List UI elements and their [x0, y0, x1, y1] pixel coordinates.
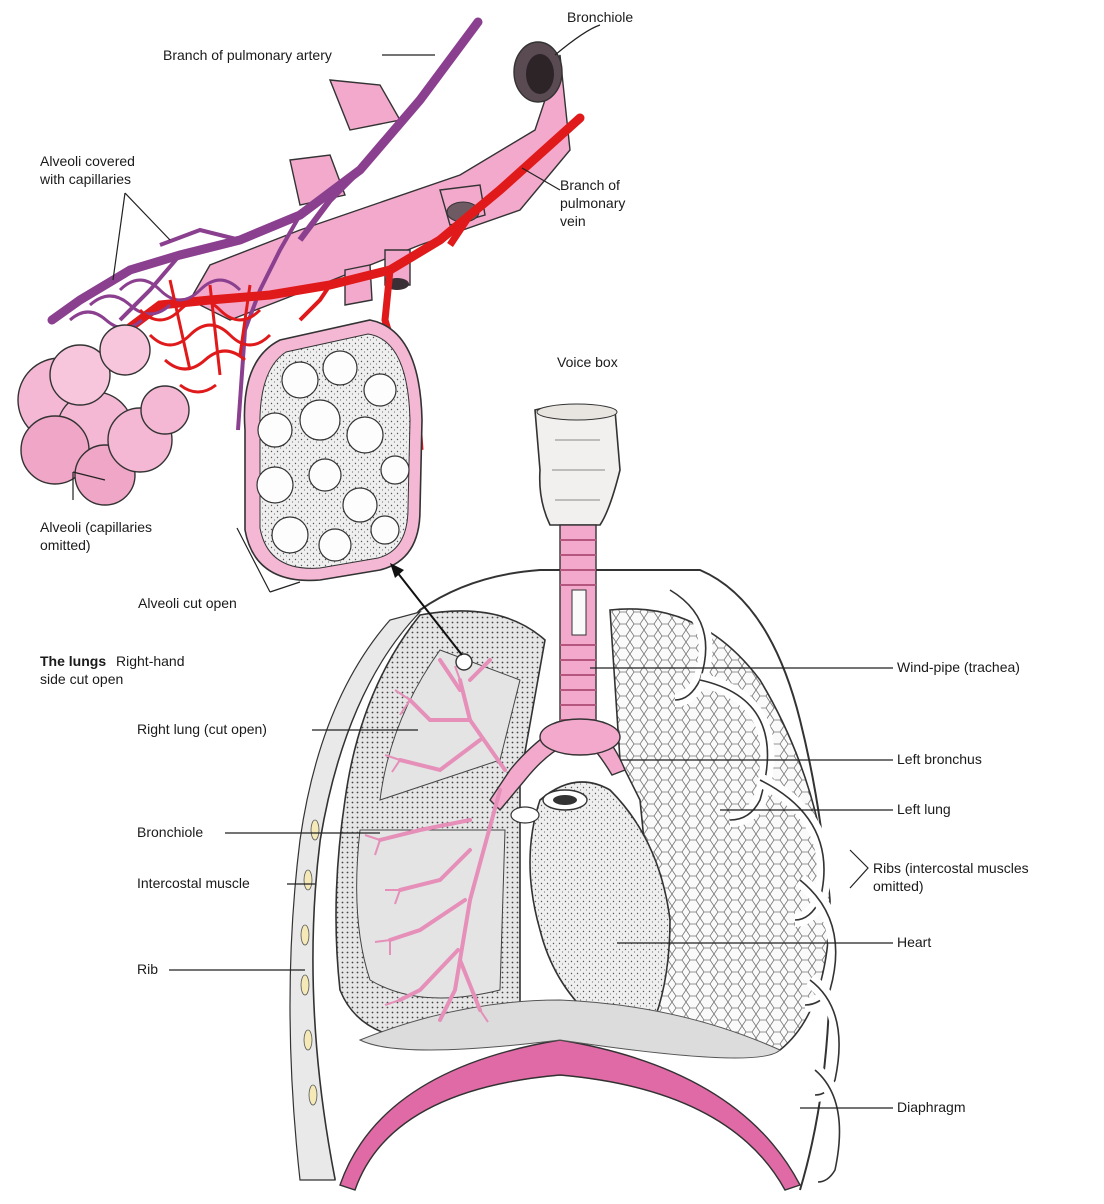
- label-alveoli-cut-open: Alveoli cut open: [138, 595, 237, 611]
- voice-box: [535, 405, 620, 525]
- label-voice-box: Voice box: [557, 354, 618, 370]
- label-pulmonary-vein-3: vein: [560, 213, 586, 229]
- label-ribs-1: Ribs (intercostal muscles: [873, 860, 1029, 876]
- label-pulmonary-vein-2: pulmonary: [560, 195, 625, 211]
- inset-alveoli-illustration: [18, 22, 580, 580]
- diagram-title: The lungs Right-hand: [40, 653, 185, 669]
- label-bronchiole-lower: Bronchiole: [137, 824, 203, 840]
- diaphragm: [340, 1040, 800, 1190]
- alveoli-cut-open-sac: [244, 320, 422, 580]
- label-heart: Heart: [897, 934, 931, 950]
- diagram-title-line2: side cut open: [40, 671, 123, 687]
- label-ribs-2: omitted): [873, 878, 924, 894]
- label-pulmonary-artery: Branch of pulmonary artery: [163, 47, 332, 63]
- label-left-lung: Left lung: [897, 801, 951, 817]
- label-alveoli-omitted-1: Alveoli (capillaries: [40, 519, 152, 535]
- label-intercostal-muscle: Intercostal muscle: [137, 875, 250, 891]
- label-alveoli-omitted-2: omitted): [40, 537, 91, 553]
- diagram-title-rest: Right-hand: [116, 653, 185, 669]
- alveoli-cluster-left: [18, 325, 189, 505]
- label-bronchiole-top: Bronchiole: [567, 9, 633, 25]
- label-windpipe: Wind-pipe (trachea): [897, 659, 1020, 675]
- label-rib: Rib: [137, 961, 158, 977]
- label-alveoli-capillaries-1: Alveoli covered: [40, 153, 135, 169]
- label-pulmonary-vein-1: Branch of: [560, 177, 620, 193]
- label-right-lung: Right lung (cut open): [137, 721, 267, 737]
- diagram-title-bold: The lungs: [40, 653, 106, 669]
- label-left-bronchus: Left bronchus: [897, 751, 982, 767]
- label-diaphragm: Diaphragm: [897, 1099, 965, 1115]
- label-alveoli-capillaries-2: with capillaries: [39, 171, 131, 187]
